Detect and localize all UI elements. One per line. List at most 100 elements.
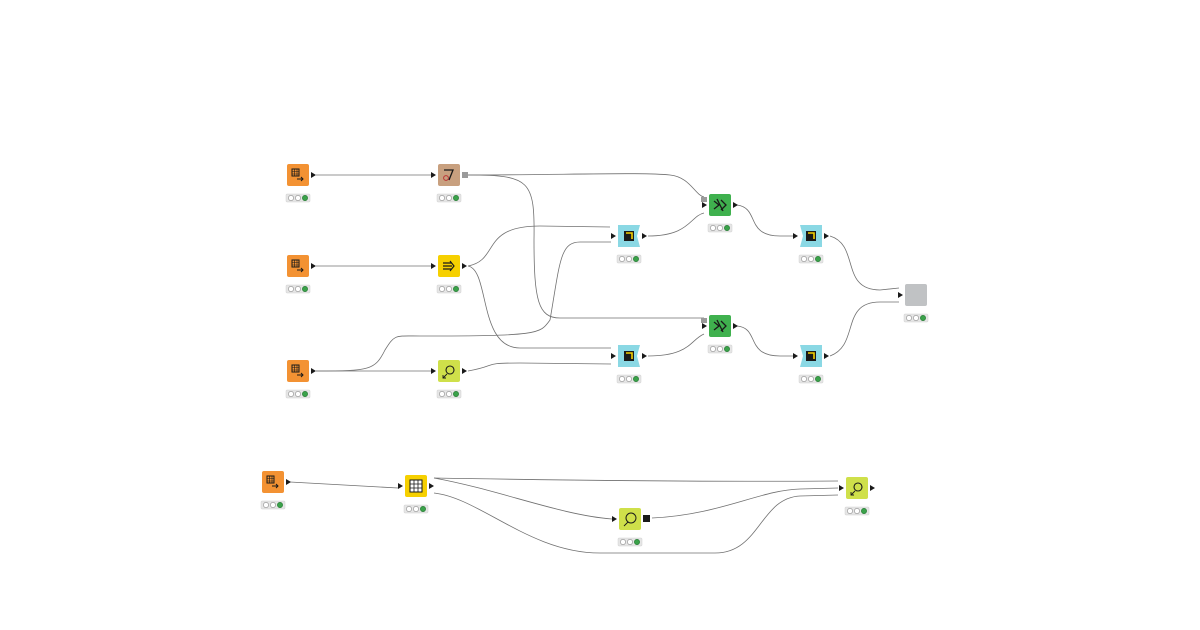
output-port[interactable] xyxy=(462,263,467,269)
status-led-yellow xyxy=(627,539,633,545)
learner-icon xyxy=(443,169,454,181)
input-port[interactable] xyxy=(431,172,436,178)
input-port[interactable] xyxy=(611,233,616,239)
input-port[interactable] xyxy=(431,263,436,269)
node-status-indicator xyxy=(260,500,286,510)
connection-manipulator-1-to-loop-start-1[interactable] xyxy=(467,225,611,267)
node-predictor-2[interactable] xyxy=(701,315,738,354)
input-port[interactable] xyxy=(793,353,798,359)
node-loop-start-1[interactable] xyxy=(611,225,647,264)
node-body[interactable] xyxy=(262,471,284,493)
image-port[interactable] xyxy=(643,515,650,522)
node-status-indicator xyxy=(616,374,642,384)
magnifier-icon xyxy=(850,482,863,496)
status-led-red xyxy=(801,256,807,262)
node-body[interactable] xyxy=(287,164,309,186)
status-led-yellow xyxy=(446,391,452,397)
output-port[interactable] xyxy=(733,202,738,208)
node-visualizer-2[interactable] xyxy=(612,508,650,547)
status-led-yellow xyxy=(413,506,419,512)
connection-reader-4-to-manipulator-2[interactable] xyxy=(289,481,399,489)
status-led-red xyxy=(288,195,294,201)
input-port[interactable] xyxy=(702,323,707,329)
loop-icon xyxy=(806,351,816,361)
connection-loop-end-1-to-component[interactable] xyxy=(829,235,900,291)
node-component[interactable] xyxy=(898,284,929,323)
output-port[interactable] xyxy=(462,368,467,374)
node-status-indicator xyxy=(436,193,462,203)
output-port[interactable] xyxy=(642,233,647,239)
node-viewer-2[interactable] xyxy=(839,477,875,516)
node-reader-3[interactable] xyxy=(285,360,316,399)
connection-visualizer-2-to-viewer-2[interactable] xyxy=(651,487,839,519)
node-viewer-1[interactable] xyxy=(431,360,467,399)
model-port[interactable] xyxy=(462,172,468,178)
output-port[interactable] xyxy=(733,323,738,329)
connection-manipulator-2-to-viewer-2[interactable] xyxy=(433,477,839,482)
connection-learner-to-predictor-1[interactable] xyxy=(467,173,705,198)
connection-viewer-1-to-loop-start-2[interactable] xyxy=(467,362,612,372)
node-status-indicator xyxy=(617,537,643,547)
status-led-green xyxy=(420,506,426,512)
output-port[interactable] xyxy=(286,479,291,485)
input-port[interactable] xyxy=(839,485,844,491)
connection-manipulator-2-to-viewer-2[interactable] xyxy=(433,492,839,554)
connection-manipulator-1-to-loop-start-2[interactable] xyxy=(467,265,611,349)
table-reader-icon xyxy=(291,364,304,378)
input-port[interactable] xyxy=(793,233,798,239)
node-loop-end-2[interactable] xyxy=(793,345,829,384)
status-led-yellow xyxy=(295,391,301,397)
node-body[interactable] xyxy=(287,255,309,277)
connection-predictor-2-to-loop-end-2[interactable] xyxy=(736,325,793,357)
input-port[interactable] xyxy=(702,202,707,208)
input-port[interactable] xyxy=(398,483,403,489)
connection-loop-start-2-to-predictor-2[interactable] xyxy=(647,333,705,357)
status-led-yellow xyxy=(717,346,723,352)
node-body[interactable] xyxy=(438,360,460,382)
input-port[interactable] xyxy=(612,516,617,522)
output-port[interactable] xyxy=(642,353,647,359)
connection-loop-end-2-to-component[interactable] xyxy=(829,301,899,357)
status-led-green xyxy=(277,502,283,508)
node-manipulator-1[interactable] xyxy=(431,255,467,294)
connection-predictor-1-to-loop-end-1[interactable] xyxy=(736,204,793,237)
node-body[interactable] xyxy=(846,477,868,499)
node-reader-2[interactable] xyxy=(285,255,316,294)
node-learner[interactable] xyxy=(431,164,468,203)
status-led-green xyxy=(634,539,640,545)
node-reader-4[interactable] xyxy=(260,471,291,510)
node-loop-end-1[interactable] xyxy=(793,225,829,264)
node-loop-start-2[interactable] xyxy=(611,345,647,384)
input-port[interactable] xyxy=(898,292,903,298)
node-status-indicator xyxy=(707,344,733,354)
status-led-green xyxy=(815,256,821,262)
connection-reader-3-to-loop-start-1[interactable] xyxy=(315,241,611,372)
node-body[interactable] xyxy=(438,164,460,186)
node-status-indicator xyxy=(403,504,429,514)
connection-loop-start-1-to-predictor-1[interactable] xyxy=(647,212,705,237)
loop-icon xyxy=(806,231,816,241)
output-port[interactable] xyxy=(311,172,316,178)
node-reader-1[interactable] xyxy=(285,164,316,203)
output-port[interactable] xyxy=(824,233,829,239)
input-port[interactable] xyxy=(431,368,436,374)
input-port[interactable] xyxy=(611,353,616,359)
node-status-indicator xyxy=(436,284,462,294)
output-port[interactable] xyxy=(311,368,316,374)
node-body[interactable] xyxy=(619,508,641,530)
output-port[interactable] xyxy=(311,263,316,269)
node-predictor-1[interactable] xyxy=(701,194,738,233)
model-input-port[interactable] xyxy=(701,318,707,323)
connection-manipulator-2-to-visualizer-2[interactable] xyxy=(433,477,613,520)
output-port[interactable] xyxy=(429,483,434,489)
output-port[interactable] xyxy=(870,485,875,491)
node-body[interactable] xyxy=(905,284,927,306)
output-port[interactable] xyxy=(824,353,829,359)
connection-learner-to-predictor-2[interactable] xyxy=(467,174,704,319)
model-input-port[interactable] xyxy=(701,197,707,202)
loop-icon xyxy=(624,351,634,361)
status-led-red xyxy=(288,391,294,397)
node-manipulator-2[interactable] xyxy=(398,475,434,514)
node-body[interactable] xyxy=(287,360,309,382)
